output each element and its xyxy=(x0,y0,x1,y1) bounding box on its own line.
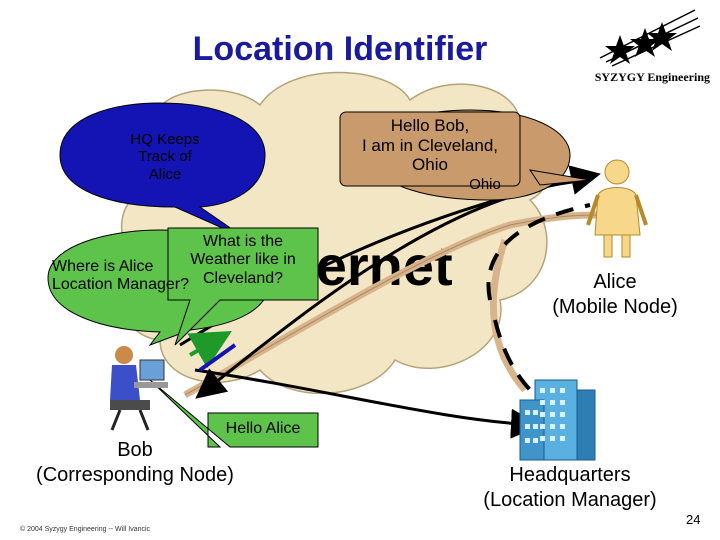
hello-bob-shadow-text: Ohio xyxy=(469,176,501,193)
bob-computer-user-icon xyxy=(110,346,168,431)
hello-bob-text: Hello Bob, I am in Cleveland, Ohio xyxy=(361,116,499,175)
bob-node-label: Bob (Corresponding Node) xyxy=(36,439,234,486)
stars-logo-icon xyxy=(599,9,701,67)
green-arrow xyxy=(187,331,232,369)
dashed-hq-link xyxy=(493,319,537,397)
hq-node-label: Headquarters (Location Manager) xyxy=(483,464,657,511)
footer-copyright: © 2004 Syzygy Engineering -- Will Ivanci… xyxy=(20,526,151,533)
weather-text: What is the Weather like in Cleveland? xyxy=(190,233,296,287)
blue-line xyxy=(198,343,237,372)
where-is-alice-text: Where is Alice Location Manager? xyxy=(52,258,189,294)
alice-node-label: Alice (Mobile Node) xyxy=(552,271,678,318)
alice-person-icon xyxy=(586,159,648,258)
dashed-alice-hq-link xyxy=(486,203,591,301)
hello-bob-shadow-tail xyxy=(528,169,591,186)
brand-label: SYZYGY Engineering xyxy=(594,70,710,84)
hq-keeps-track-bubble xyxy=(59,102,266,239)
hq-building-icon xyxy=(519,379,596,461)
tan-route-path-outline xyxy=(184,214,601,396)
hello-bob-box xyxy=(339,111,521,187)
arrow-bob-to-hq xyxy=(194,368,541,439)
weather-bubble xyxy=(167,227,319,346)
hello-alice-bubble xyxy=(149,379,319,448)
slide-title: Location Identifier xyxy=(192,30,488,68)
hello-alice-text: Hello Alice xyxy=(225,420,301,437)
page-number: 24 xyxy=(686,512,701,527)
hq-keeps-track-text: HQ Keeps Track of Alice xyxy=(130,131,200,183)
